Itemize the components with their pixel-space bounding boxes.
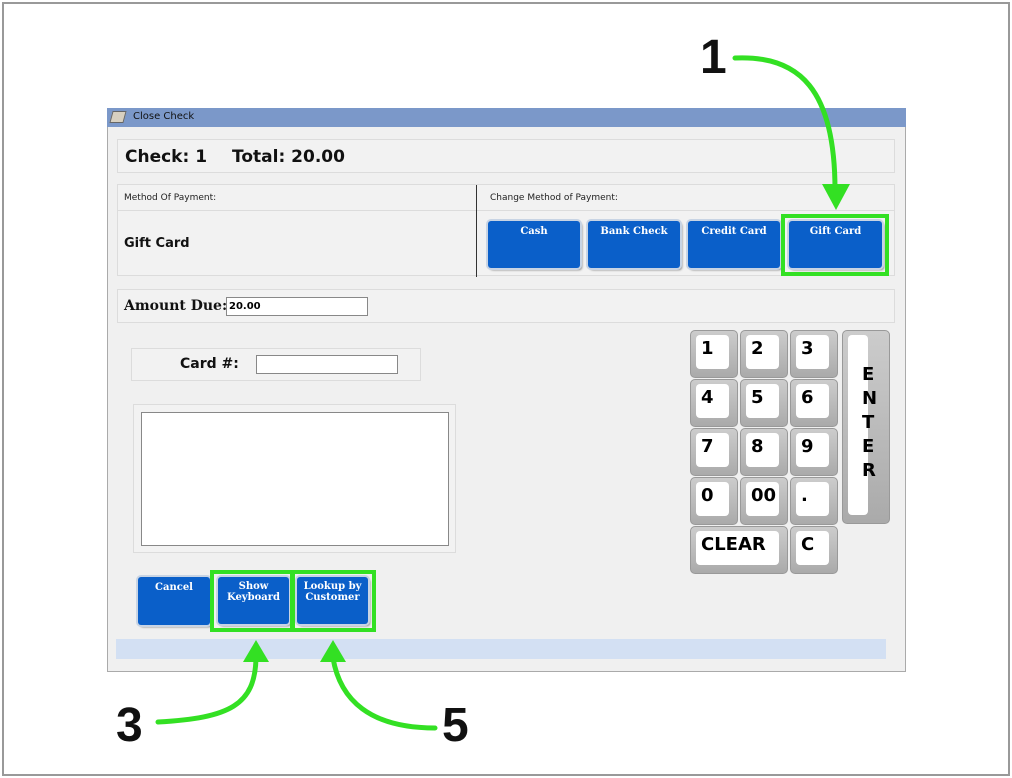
key-label: 00 — [746, 482, 779, 516]
card-label: Card #: — [180, 356, 239, 372]
amount-due-field[interactable] — [226, 297, 368, 316]
key-enter[interactable]: ENTER — [842, 330, 890, 524]
highlight-gift-card — [781, 214, 889, 276]
key-label: CLEAR — [696, 531, 779, 565]
cancel-button[interactable]: Cancel — [138, 577, 210, 625]
card-panel: Card #: — [131, 348, 421, 381]
notes-textarea[interactable] — [141, 412, 449, 546]
key-3[interactable]: 3 — [790, 330, 838, 378]
key-9[interactable]: 9 — [790, 428, 838, 476]
key-label: ENTER — [848, 335, 877, 515]
check-number: Check: 1 — [125, 147, 208, 167]
notes-panel — [133, 404, 456, 553]
amount-due-label: Amount Due: — [124, 298, 228, 314]
title-bar: Close Check — [107, 108, 906, 127]
key-label: 1 — [696, 335, 729, 369]
annotation-1: 1 — [700, 31, 727, 84]
status-bar — [116, 639, 886, 659]
annotation-3: 3 — [116, 699, 143, 752]
arrowhead-3 — [243, 640, 269, 662]
credit-card-button[interactable]: Credit Card — [688, 221, 780, 268]
key-label: C — [796, 531, 829, 565]
arrow-3 — [155, 655, 259, 725]
key-clear[interactable]: CLEAR — [690, 526, 788, 574]
cash-button[interactable]: Cash — [488, 221, 580, 268]
key-label: 7 — [696, 433, 729, 467]
key-label: 3 — [796, 335, 829, 369]
divider — [476, 185, 477, 277]
key-00[interactable]: 00 — [740, 477, 788, 525]
check-header: Check: 1 Total: 20.00 — [117, 139, 895, 173]
key-1[interactable]: 1 — [690, 330, 738, 378]
bank-check-button[interactable]: Bank Check — [588, 221, 680, 268]
key-7[interactable]: 7 — [690, 428, 738, 476]
arrowhead-1 — [822, 184, 850, 210]
key-label: 6 — [796, 384, 829, 418]
highlight-lookup — [291, 570, 376, 632]
key-5[interactable]: 5 — [740, 379, 788, 427]
key-8[interactable]: 8 — [740, 428, 788, 476]
method-value: Gift Card — [124, 236, 190, 251]
key-0[interactable]: 0 — [690, 477, 738, 525]
key-label: 2 — [746, 335, 779, 369]
key-6[interactable]: 6 — [790, 379, 838, 427]
method-label: Method Of Payment: — [124, 193, 217, 203]
key-4[interactable]: 4 — [690, 379, 738, 427]
key-2[interactable]: 2 — [740, 330, 788, 378]
key-label: 0 — [696, 482, 729, 516]
key-label: . — [796, 482, 829, 516]
card-number-field[interactable] — [256, 355, 398, 374]
key-label: 8 — [746, 433, 779, 467]
change-method-label: Change Method of Payment: — [490, 193, 618, 203]
show-keyboard-button[interactable]: Show Keyboard — [218, 577, 289, 624]
key-label: 9 — [796, 433, 829, 467]
arrow-1 — [732, 55, 838, 193]
key-label: 4 — [696, 384, 729, 418]
key-dot[interactable]: . — [790, 477, 838, 525]
divider — [118, 210, 894, 211]
lookup-by-customer-button[interactable]: Lookup by Customer — [297, 577, 368, 624]
arrowhead-5 — [320, 640, 346, 662]
gift-card-button[interactable]: Gift Card — [789, 221, 882, 268]
annotation-5: 5 — [442, 699, 469, 752]
arrow-5 — [330, 655, 438, 731]
amount-due-panel: Amount Due: — [117, 289, 895, 323]
key-label: 5 — [746, 384, 779, 418]
window-title: Close Check — [133, 111, 195, 122]
check-total: Total: 20.00 — [232, 147, 345, 167]
key-c[interactable]: C — [790, 526, 838, 574]
